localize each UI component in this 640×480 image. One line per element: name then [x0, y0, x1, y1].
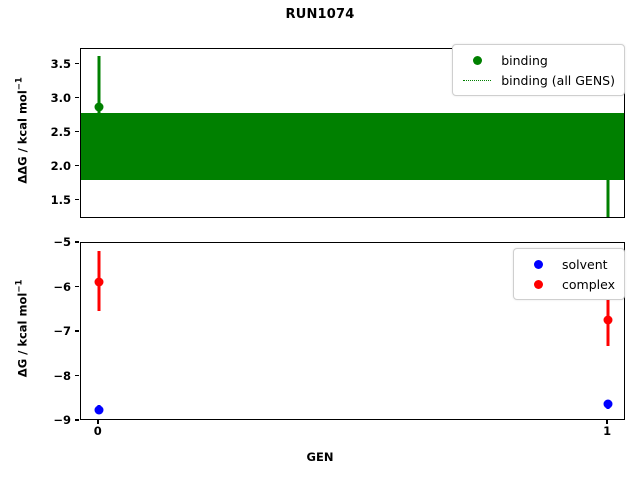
binding-all-gens-dotted-line — [81, 138, 624, 141]
binding-all-gens-dotted-line — [81, 156, 624, 158]
y-tick-label: −9 — [53, 413, 71, 427]
binding-all-gens-dotted-line — [81, 148, 624, 150]
y-tick-label: 2.0 — [50, 158, 71, 173]
y-tick-label: 2.5 — [50, 124, 71, 139]
binding-all-gens-dotted-line — [81, 117, 624, 120]
binding-all-gens-dotted-line — [81, 176, 624, 179]
y-tick-mark — [75, 374, 79, 377]
binding-all-gens-dotted-line — [81, 128, 624, 131]
binding-all-gens-dotted-line — [81, 120, 624, 123]
binding-all-gens-dotted-line — [81, 164, 624, 166]
data-point-complex-complex[interactable] — [94, 277, 104, 287]
y-tick-mark — [75, 164, 79, 167]
binding-all-gens-dotted-line — [81, 154, 624, 157]
plot-area-bottom — [80, 242, 625, 420]
binding-all-gens-dotted-line — [81, 170, 624, 173]
y-tick-mark — [75, 285, 79, 288]
y-tick-mark — [75, 241, 79, 243]
binding-all-gens-dotted-line — [81, 133, 624, 136]
y-tick-label: 3.5 — [50, 56, 71, 71]
binding-all-gens-dotted-line — [81, 130, 624, 133]
binding-all-gens-dotted-line — [81, 114, 624, 117]
dotted-line-icon — [462, 79, 492, 81]
binding-all-gens-dotted-line — [81, 172, 624, 174]
y-tick-mark — [75, 62, 79, 65]
legend-bottom-item-complex[interactable]: complex — [523, 274, 615, 294]
data-point-complex-complex[interactable] — [603, 315, 613, 325]
data-point-binding-binding[interactable] — [603, 169, 613, 179]
legend-bottom-item-solvent[interactable]: solvent — [523, 254, 615, 274]
x-axis-label: GEN — [306, 450, 334, 464]
legend-label: solvent — [562, 256, 608, 272]
binding-all-gens-dotted-line — [81, 152, 624, 155]
legend-bottom[interactable]: solvent complex — [513, 248, 625, 300]
legend-label: complex — [562, 276, 615, 292]
binding-all-gens-band — [81, 112, 624, 181]
x-tick-mark — [97, 420, 99, 424]
binding-all-gens-dotted-line — [81, 144, 624, 147]
circle-marker-swatch — [533, 279, 543, 289]
binding-all-gens-dotted-line — [81, 124, 624, 126]
y-tick-mark — [75, 419, 79, 421]
binding-all-gens-dotted-line — [81, 146, 624, 149]
y-tick-label: 1.5 — [50, 192, 71, 207]
binding-all-gens-dotted-line — [81, 116, 624, 118]
binding-all-gens-dotted-line — [81, 132, 624, 134]
binding-all-gens-dotted-line — [81, 178, 624, 181]
data-point-solvent-solvent[interactable] — [603, 399, 613, 409]
binding-all-gens-dotted-line — [81, 135, 624, 137]
x-tick-mark — [606, 420, 608, 424]
y-tick-mark — [75, 198, 79, 201]
data-point-binding-binding[interactable] — [94, 102, 104, 112]
binding-all-gens-dotted-line — [81, 151, 624, 153]
binding-all-gens-dotted-line — [81, 168, 624, 171]
binding-all-gens-dotted-line — [81, 165, 624, 168]
circle-marker-swatch — [472, 55, 482, 65]
x-tick-label: 1 — [603, 424, 612, 438]
legend-top-item-binding[interactable]: binding — [462, 50, 615, 70]
binding-all-gens-dotted-line — [81, 119, 624, 121]
y-tick-mark — [75, 330, 79, 332]
binding-all-gens-dotted-line — [81, 122, 624, 125]
y-tick-label: −5 — [53, 235, 71, 249]
y-tick-label: 3.0 — [50, 90, 71, 105]
y-tick-mark — [75, 96, 79, 99]
x-tick-label: 0 — [93, 424, 102, 438]
y-tick-label: −6 — [53, 279, 71, 294]
legend-top[interactable]: binding binding (all GENS) — [452, 44, 625, 96]
binding-all-gens-dotted-line — [81, 140, 624, 142]
binding-all-gens-dotted-line — [81, 167, 624, 169]
dotted-line-swatch — [463, 79, 492, 81]
binding-all-gens-dotted-line — [81, 127, 624, 129]
binding-all-gens-dotted-line — [81, 159, 624, 161]
circle-marker-swatch — [533, 259, 543, 269]
binding-all-gens-dotted-line — [81, 141, 624, 144]
legend-label: binding — [501, 52, 548, 68]
legend-label: binding (all GENS) — [501, 72, 615, 88]
binding-all-gens-dotted-line — [81, 162, 624, 165]
binding-all-gens-dotted-line — [81, 157, 624, 160]
circle-marker-icon — [523, 279, 553, 289]
data-point-solvent-solvent[interactable] — [94, 405, 104, 415]
y-axis-label-top-exponent: −1 — [14, 77, 25, 91]
binding-all-gens-dotted-line — [81, 175, 624, 177]
binding-all-gens-dotted-line — [81, 112, 624, 115]
binding-all-gens-dotted-line — [81, 125, 624, 128]
legend-top-item-binding-all-gens[interactable]: binding (all GENS) — [462, 70, 615, 90]
binding-all-gens-dotted-line — [81, 173, 624, 176]
figure-title: RUN1074 — [285, 7, 355, 22]
binding-all-gens-dotted-line — [81, 160, 624, 163]
y-tick-mark — [75, 130, 79, 133]
binding-all-gens-dotted-line — [81, 149, 624, 152]
circle-marker-icon — [523, 259, 553, 269]
binding-all-gens-dotted-line — [81, 136, 624, 139]
y-tick-label: −8 — [53, 368, 71, 383]
binding-all-gens-dotted-line — [81, 143, 624, 145]
y-tick-label: −7 — [53, 324, 71, 338]
circle-marker-icon — [462, 55, 492, 65]
